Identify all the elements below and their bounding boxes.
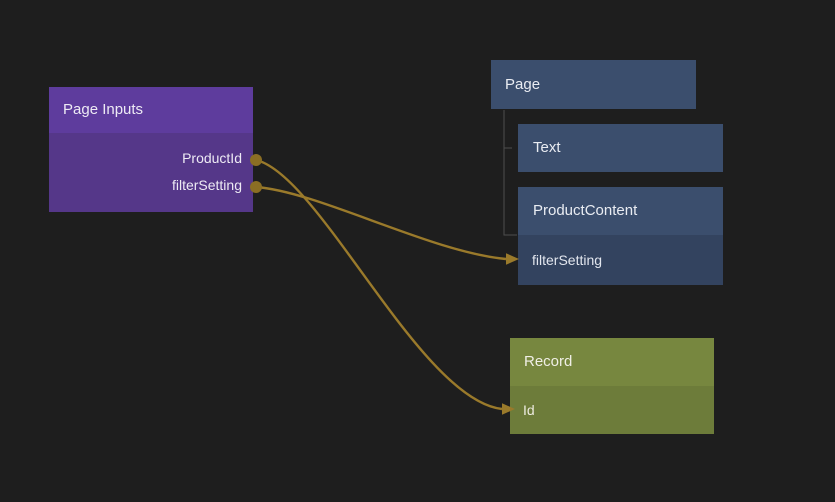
edge-productid-to-record-id[interactable]: [255, 158, 503, 411]
node-product-content-title: ProductContent: [518, 187, 723, 235]
node-product-content[interactable]: ProductContent filterSetting: [518, 187, 723, 285]
node-page[interactable]: Page: [491, 60, 696, 109]
node-page-inputs[interactable]: Page Inputs ProductId filterSetting: [49, 87, 253, 212]
output-port-label-productid[interactable]: ProductId: [182, 150, 242, 166]
output-port-label-filtersetting[interactable]: filterSetting: [171, 177, 242, 193]
input-field-id[interactable]: Id: [510, 386, 714, 434]
node-record[interactable]: Record Id: [510, 338, 714, 434]
tree-connector-line: [503, 110, 517, 236]
node-text-title: Text: [533, 139, 561, 156]
node-text[interactable]: Text: [518, 124, 723, 172]
node-page-inputs-body: ProductId filterSetting: [49, 133, 253, 212]
node-record-title: Record: [510, 338, 714, 386]
node-page-inputs-title: Page Inputs: [49, 87, 253, 133]
node-page-title: Page: [505, 76, 541, 93]
input-field-filtersetting[interactable]: filterSetting: [518, 235, 723, 285]
edge-filtersetting-to-productcontent[interactable]: [255, 185, 507, 261]
